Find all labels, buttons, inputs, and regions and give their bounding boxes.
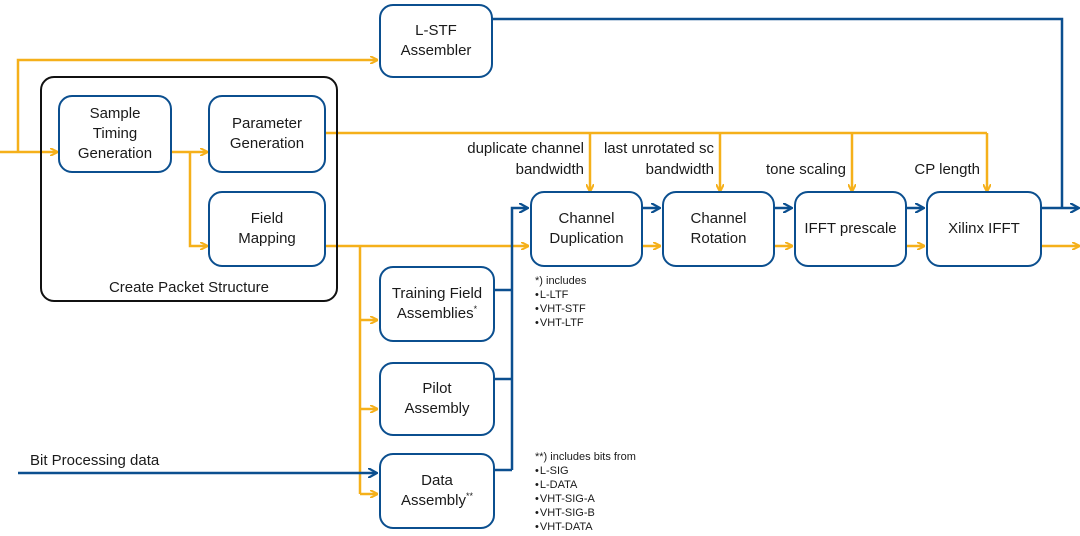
channel-duplication-text: Channel Duplication [549, 210, 624, 247]
training-footnote-item: VHT-STF [535, 302, 586, 316]
training-field-assemblies-text: Training Field Assemblies* [391, 285, 483, 322]
wire-sample-to-field-mapping [188, 152, 206, 246]
lstf-assembler-block: L-STF Assembler [379, 4, 493, 78]
channel-rotation-text: Channel Rotation [690, 210, 747, 247]
data-assembly-footnote: **) includes bits from L-SIG L-DATA VHT-… [535, 450, 636, 534]
data-footnote-item: VHT-SIG-A [535, 492, 636, 506]
training-footnote-title: *) includes [535, 275, 587, 287]
create-packet-structure-group [40, 76, 338, 302]
xilinx-ifft-block: Xilinx IFFT [926, 191, 1042, 267]
training-field-footnote-mark: * [473, 304, 478, 314]
data-footnote-item: VHT-DATA [535, 520, 636, 534]
cp-length-label: CP length [914, 161, 980, 178]
lstf-assembler-text: L-STF Assembler [400, 22, 472, 59]
wire-assembly-bus [510, 208, 527, 470]
xilinx-ifft-text: Xilinx IFFT [948, 220, 1020, 237]
sample-timing-generation-block: Sample Timing Generation [58, 95, 172, 173]
training-field-footnote: *) includes L-LTF VHT-STF VHT-LTF [535, 274, 586, 330]
parameter-generation-text: Parameter Generation [229, 115, 305, 152]
channel-duplication-block: Channel Duplication [530, 191, 643, 267]
ifft-prescale-text: IFFT prescale [804, 220, 897, 237]
channel-rotation-block: Channel Rotation [662, 191, 775, 267]
pilot-assembly-block: Pilot Assembly [379, 362, 495, 436]
last-unrotated-sc-bandwidth-label: last unrotated sc bandwidth [603, 140, 714, 178]
parameter-generation-block: Parameter Generation [208, 95, 326, 173]
bit-processing-data-label: Bit Processing data [30, 452, 160, 469]
tone-scaling-label: tone scaling [765, 161, 846, 178]
data-footnote-item: VHT-SIG-B [535, 506, 636, 520]
field-mapping-text: Field Mapping [238, 210, 296, 247]
data-assembly-footnote-mark: ** [466, 491, 474, 501]
create-packet-structure-label: Create Packet Structure [108, 279, 270, 296]
data-assembly-text: Data Assembly** [400, 472, 474, 509]
data-footnote-title: **) includes bits from [535, 451, 636, 463]
training-field-assemblies-block: Training Field Assemblies* [379, 266, 495, 342]
data-footnote-item: L-SIG [535, 464, 636, 478]
sample-timing-generation-text: Sample Timing Generation [77, 105, 153, 162]
wire-input-to-lstf [16, 60, 376, 152]
data-assembly-block: Data Assembly** [379, 453, 495, 529]
pilot-assembly-text: Pilot Assembly [404, 380, 470, 417]
training-footnote-item: VHT-LTF [535, 316, 586, 330]
training-footnote-item: L-LTF [535, 288, 586, 302]
wire-lstf-to-output [492, 17, 1064, 208]
ifft-prescale-block: IFFT prescale [794, 191, 907, 267]
field-mapping-block: Field Mapping [208, 191, 326, 267]
data-footnote-item: L-DATA [535, 478, 636, 492]
duplicate-channel-bandwidth-label: duplicate channel bandwidth [467, 140, 584, 178]
